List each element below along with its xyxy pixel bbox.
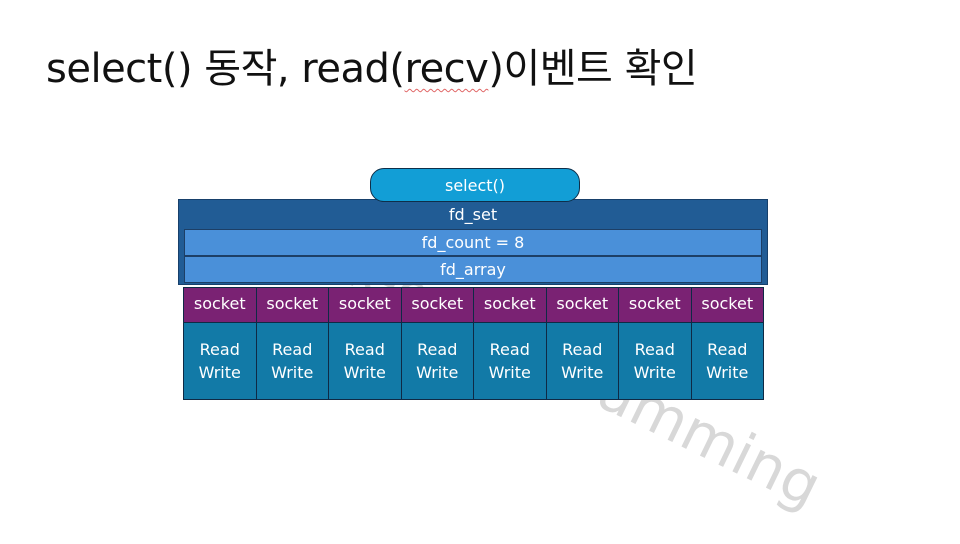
fd-set-box: fd_set fd_count = 8 fd_array	[178, 199, 768, 285]
select-call-box: select()	[370, 168, 580, 202]
socket-cell: socket Read Write	[473, 287, 547, 400]
socket-cell: socket Read Write	[183, 287, 257, 400]
socket-events: Read Write	[329, 323, 401, 399]
socket-write: Write	[271, 363, 314, 382]
socket-label: socket	[329, 288, 401, 323]
socket-write: Write	[343, 363, 386, 382]
socket-array: socket Read Write socket Read Write sock…	[183, 287, 764, 400]
socket-events: Read Write	[401, 323, 473, 399]
socket-write: Write	[198, 363, 241, 382]
socket-cell: socket Read Write	[618, 287, 692, 400]
socket-cell: socket Read Write	[400, 287, 474, 400]
socket-read: Read	[272, 340, 313, 359]
socket-events: Read Write	[184, 323, 256, 399]
fd-count-row: fd_count = 8	[184, 229, 762, 256]
socket-cell: socket Read Write	[545, 287, 619, 400]
socket-events: Read Write	[619, 323, 691, 399]
socket-label: socket	[546, 288, 618, 323]
socket-events: Read Write	[256, 323, 328, 399]
socket-read: Read	[417, 340, 458, 359]
socket-read: Read	[707, 340, 748, 359]
title-spell-word: recv	[404, 46, 489, 92]
socket-label: socket	[474, 288, 546, 323]
socket-write: Write	[416, 363, 459, 382]
socket-events: Read Write	[474, 323, 546, 399]
socket-label: socket	[256, 288, 328, 323]
socket-read: Read	[634, 340, 675, 359]
fd-array-row: fd_array	[184, 256, 762, 283]
socket-write: Write	[561, 363, 604, 382]
socket-events: Read Write	[546, 323, 618, 399]
socket-label: socket	[619, 288, 691, 323]
title-suffix: )이벤트 확인	[488, 46, 698, 92]
socket-label: socket	[184, 288, 256, 323]
socket-read: Read	[562, 340, 603, 359]
socket-label: socket	[401, 288, 473, 323]
socket-label: socket	[691, 288, 763, 323]
socket-write: Write	[706, 363, 749, 382]
socket-cell: socket Read Write	[255, 287, 329, 400]
socket-read: Read	[489, 340, 530, 359]
socket-cell: socket Read Write	[690, 287, 764, 400]
slide-title: select() 동작, read(recv)이벤트 확인	[46, 36, 698, 94]
title-prefix: select() 동작, read(	[46, 46, 405, 92]
socket-read: Read	[344, 340, 385, 359]
socket-read: Read	[199, 340, 240, 359]
socket-write: Write	[488, 363, 531, 382]
socket-write: Write	[633, 363, 676, 382]
socket-events: Read Write	[691, 323, 763, 399]
socket-cell: socket Read Write	[328, 287, 402, 400]
fd-set-label: fd_set	[448, 205, 498, 224]
